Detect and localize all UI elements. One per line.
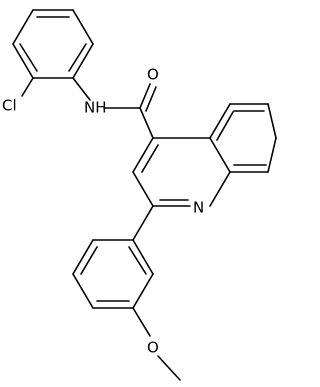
bond: [132, 171, 154, 207]
bond: [132, 239, 154, 275]
carbonyl-oxygen-label: O: [147, 66, 159, 84]
bond: [72, 9, 94, 45]
bond-c2-aryl: [132, 205, 154, 241]
chlorophenyl-ring: [12, 9, 94, 79]
bond-carbonyl-c4: [139, 107, 154, 139]
bond: [12, 9, 34, 45]
bond: [72, 239, 94, 275]
carbonyl-double-bond: [139, 83, 151, 109]
bond: [72, 273, 94, 309]
bond: [12, 43, 34, 79]
methoxyphenyl-ring: [72, 239, 154, 309]
bond: [267, 137, 277, 173]
ring-nitrogen-label: N: [193, 199, 204, 217]
quinoline-benzo-ring: [209, 103, 277, 173]
bond: [209, 171, 231, 207]
double-bond-inner: [68, 43, 87, 72]
bond: [132, 137, 154, 173]
amide-nh-label: NH: [84, 99, 107, 117]
double-bond-inner: [141, 144, 159, 173]
double-bond-inner: [128, 246, 147, 275]
double-bond-inner: [216, 111, 234, 141]
double-bond-inner: [80, 246, 98, 275]
bond-ring-nh: [72, 77, 91, 101]
bond: [72, 43, 94, 79]
bond-ring-cl: [21, 77, 34, 97]
structure-canvas: Cl NH O N O: [2, 9, 277, 381]
bond: [209, 137, 231, 173]
chlorine-label: Cl: [2, 97, 17, 115]
molecule-structure: Cl NH O N O: [2, 9, 277, 381]
carbonyl-double-bond: [145, 86, 157, 112]
bond-ether-o-methyl: [157, 355, 181, 381]
bond: [132, 273, 154, 309]
quinoline-pyridine-ring: [132, 137, 231, 207]
double-bond-inner: [19, 43, 38, 72]
bond-ring-ether-o: [132, 307, 151, 337]
ether-oxygen-label: O: [147, 339, 159, 357]
bond: [209, 103, 231, 139]
bond: [267, 103, 277, 139]
